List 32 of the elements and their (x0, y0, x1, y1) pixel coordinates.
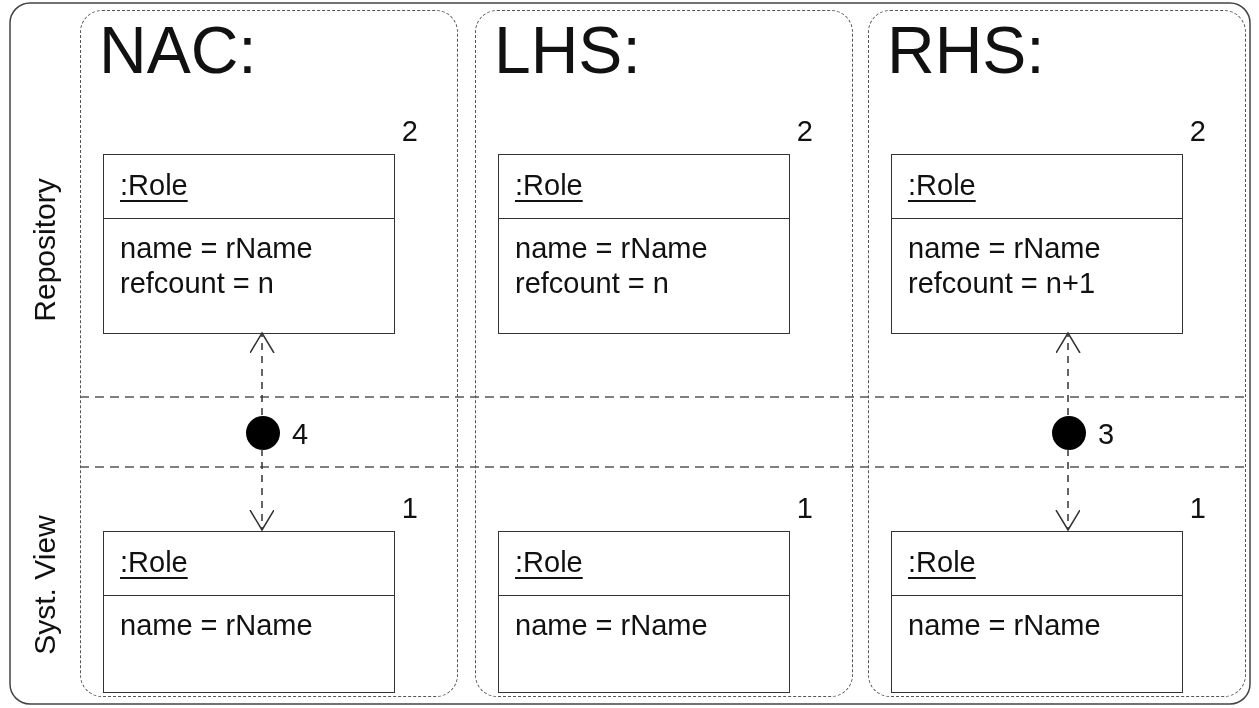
panel-title: NAC: (99, 17, 257, 83)
attribute-text: name = rName (515, 608, 709, 643)
dashed-arrow (249, 448, 275, 531)
dot-number: 4 (292, 420, 309, 449)
dashed-panel (80, 10, 458, 697)
attribute-text: name = rName refcount = n (515, 231, 709, 302)
dashed-panel (868, 10, 1246, 697)
object-name: :Role (908, 546, 976, 578)
node-number: 2 (1189, 117, 1206, 146)
attribute-text: name = rName refcount = n+1 (908, 231, 1102, 302)
row-label: Repository (30, 178, 60, 322)
node-number: 2 (401, 117, 418, 146)
row-label: Syst. View (30, 515, 60, 655)
object-name: :Role (120, 546, 188, 578)
object-name: :Role (908, 169, 976, 201)
object-name: :Role (120, 169, 188, 201)
attribute-text: name = rName refcount = n (120, 231, 314, 302)
dashed-arrow (1055, 332, 1081, 416)
node-number: 2 (796, 117, 813, 146)
attribute-text: name = rName (908, 608, 1102, 643)
object-name: :Role (515, 546, 583, 578)
node-number: 1 (401, 494, 418, 523)
dashed-arrow (249, 332, 275, 416)
dashed-arrow (1055, 448, 1081, 531)
dot-number: 3 (1098, 420, 1115, 449)
node-number: 1 (796, 494, 813, 523)
object-name: :Role (515, 169, 583, 201)
panel-title: LHS: (494, 17, 641, 83)
node-number: 1 (1189, 494, 1206, 523)
panel-title: RHS: (887, 17, 1045, 83)
dashed-panel (475, 10, 853, 697)
attribute-text: name = rName (120, 608, 314, 643)
